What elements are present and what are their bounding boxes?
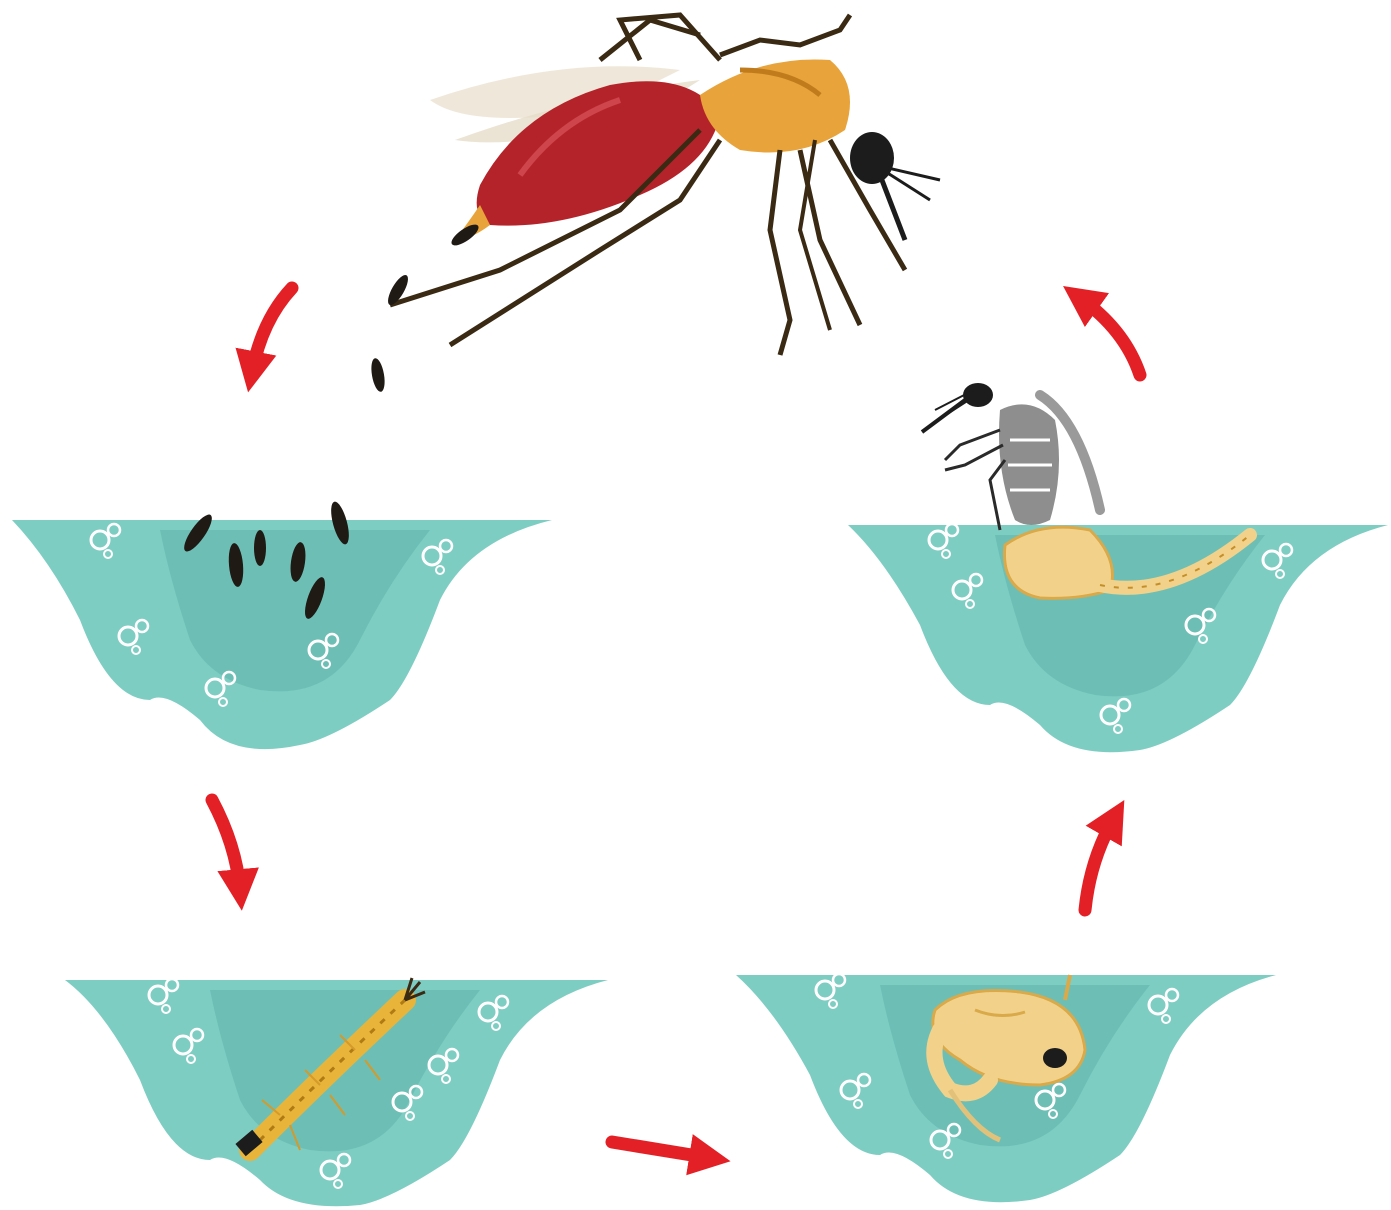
pool-larva (65, 979, 608, 1206)
arrow-pupa-to-emerging (1085, 818, 1114, 910)
adult-mosquito-icon (390, 15, 940, 355)
arrow-eggs-to-larva (212, 800, 240, 890)
arrow-adult-to-eggs (252, 288, 292, 372)
arrow-emerging-to-adult (1080, 298, 1140, 375)
arrow-larva-to-pupa (612, 1142, 710, 1158)
falling-eggs (369, 221, 481, 393)
pool-eggs (12, 520, 552, 749)
pool-emerging-adult (848, 524, 1388, 752)
